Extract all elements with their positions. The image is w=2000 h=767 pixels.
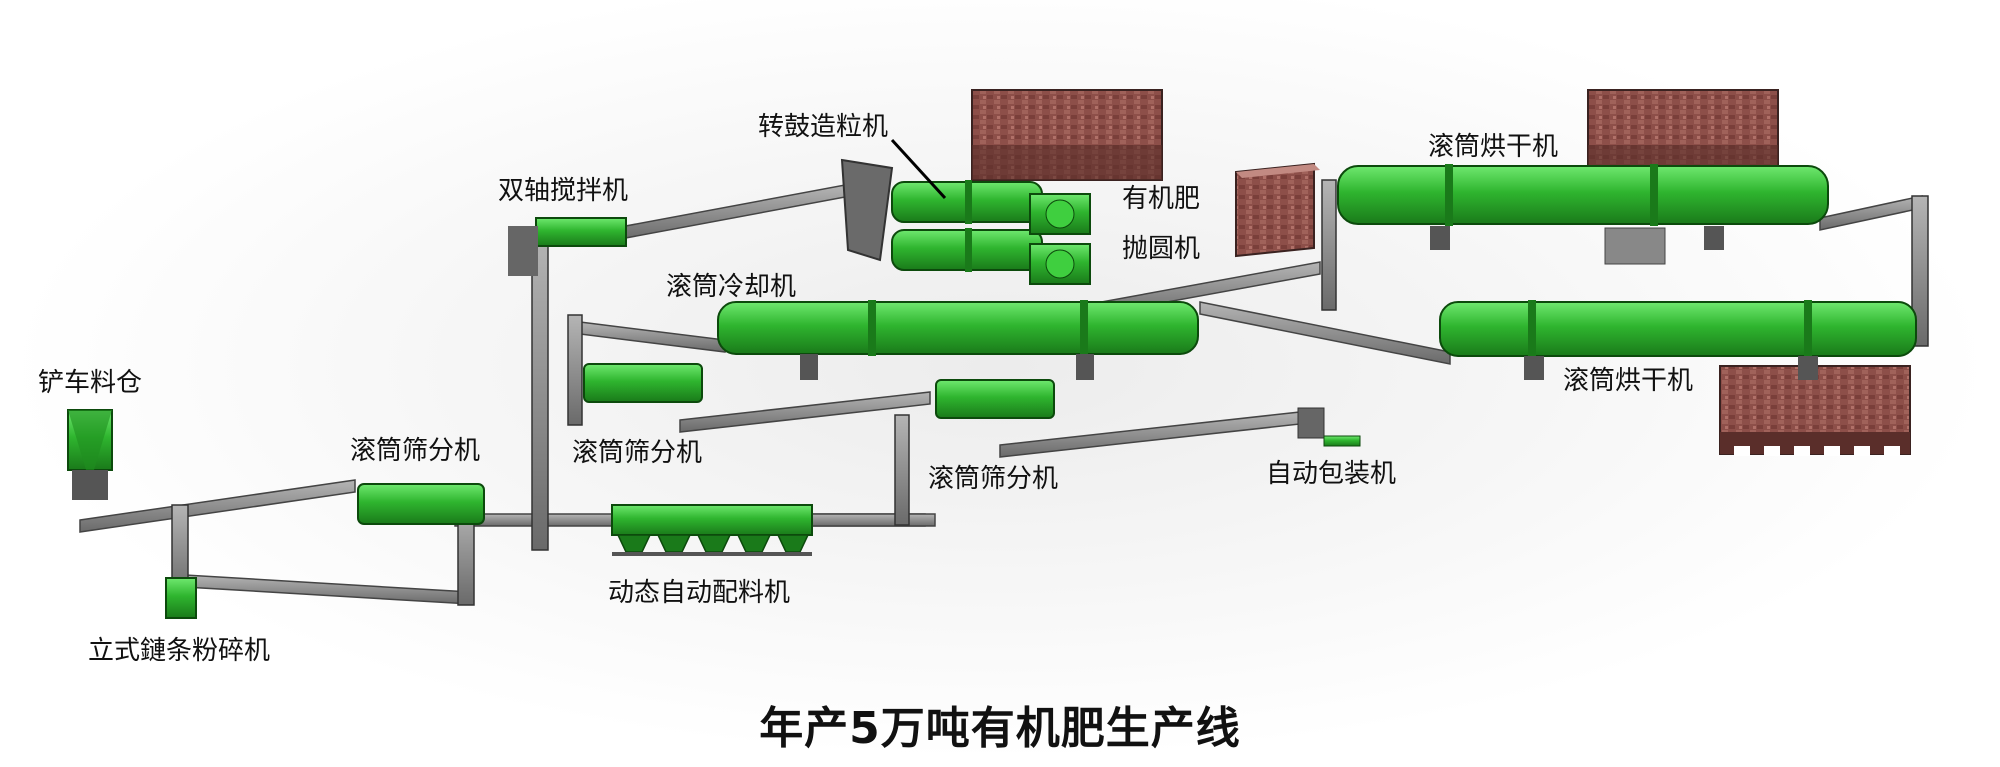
batching-machine xyxy=(611,504,813,556)
label-drum-dryer-bottom: 滚筒烘干机 xyxy=(1563,366,1694,396)
diagram-title: 年产5万吨有机肥生产线 xyxy=(759,703,1241,754)
label-polisher-line2: 抛圆机 xyxy=(1122,234,1201,264)
chain-crusher-machine xyxy=(165,577,197,619)
label-drum-screener-2: 滚筒筛分机 xyxy=(572,438,703,468)
label-drum-dryer-top: 滚筒烘干机 xyxy=(1428,132,1559,162)
polisher-machine xyxy=(1029,193,1091,285)
label-polisher-line1: 有机肥 xyxy=(1122,184,1201,214)
granulator-machine xyxy=(840,158,1043,272)
label-double-shaft-mixer: 双轴搅拌机 xyxy=(498,176,629,206)
label-rotary-drum-granulator: 转鼓造粒机 xyxy=(758,112,889,142)
bucket-elevators xyxy=(171,179,1929,606)
drum-dryer-bottom-machine xyxy=(1439,300,1917,380)
label-dynamic-batching: 动态自动配料机 xyxy=(608,578,791,608)
label-vertical-chain-crusher: 立式鏈条粉碎机 xyxy=(88,636,271,666)
brick-building-dryer-bottom xyxy=(1719,365,1911,456)
granulator-leader-line xyxy=(890,138,947,200)
label-shovel-hopper: 铲车料仓 xyxy=(38,368,143,398)
mixer-machine xyxy=(508,217,627,276)
drum-cooler-machine xyxy=(717,300,1199,380)
packing-machine xyxy=(1297,407,1361,447)
label-drum-cooler: 滚筒冷却机 xyxy=(666,272,797,302)
drum-dryer-top-machine xyxy=(1337,164,1829,265)
brick-furnace xyxy=(1235,162,1320,258)
label-auto-packing: 自动包装机 xyxy=(1266,459,1397,489)
drum-screener-1-machine xyxy=(357,483,485,525)
label-drum-screener-3: 滚筒筛分机 xyxy=(928,464,1059,494)
shovel-hopper-machine xyxy=(67,409,113,500)
drum-screener-3-machine xyxy=(935,379,1055,419)
brick-building-granulator xyxy=(971,89,1163,181)
label-drum-screener-1: 滚筒筛分机 xyxy=(350,436,481,466)
drum-screener-2-machine xyxy=(583,363,703,403)
